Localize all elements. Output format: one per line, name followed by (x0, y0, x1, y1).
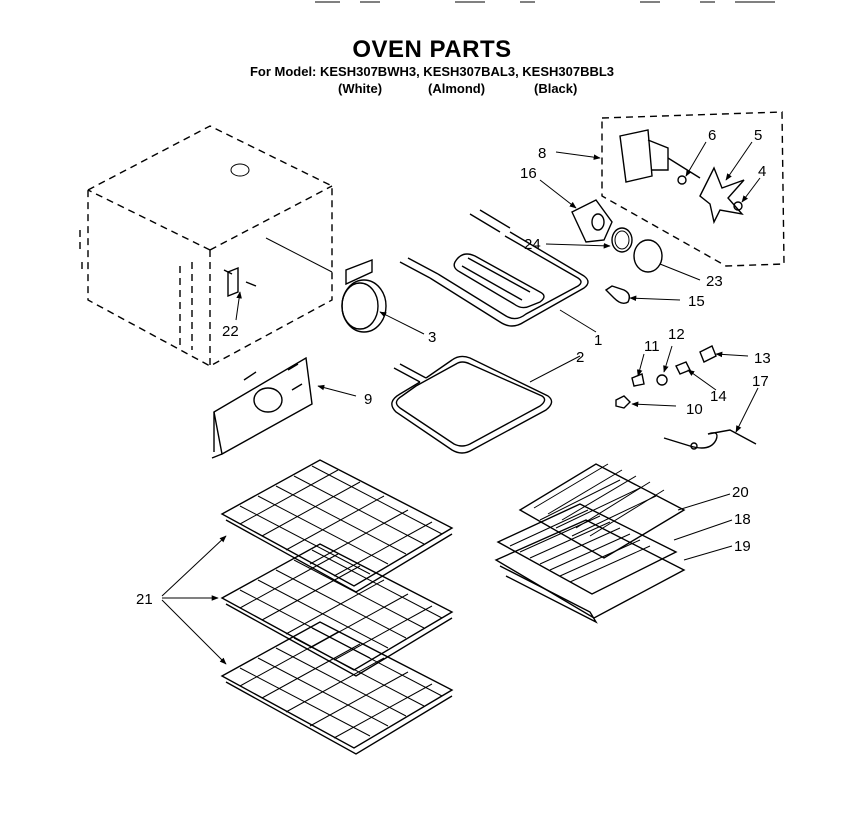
callout-5: 5 (754, 127, 762, 144)
callout-18: 18 (734, 511, 751, 528)
part-16-lamp-housing (571, 199, 613, 243)
variant-almond: (Almond) (428, 81, 486, 96)
part-22-bracket (223, 266, 257, 298)
part-18-broil-pan-insert (496, 503, 678, 595)
callout-9: 9 (364, 391, 372, 408)
part-12-washer (656, 374, 668, 386)
part-9-heat-shield (211, 356, 313, 459)
part-21-rack-bottom (220, 621, 454, 755)
model-list: For Model: KESH307BWH3, KESH307BAL3, KES… (249, 64, 615, 79)
callout-1: 1 (594, 332, 602, 349)
part-8-convection-assembly (601, 111, 785, 267)
callout-23: 23 (706, 273, 723, 290)
part-23-lamp-lens (633, 239, 663, 273)
callout-8: 8 (538, 145, 546, 162)
callout-20: 20 (732, 484, 749, 501)
part-10-nut (615, 395, 631, 409)
part-14-insulator (675, 361, 691, 375)
callout-19: 19 (734, 538, 751, 555)
callout-17: 17 (752, 373, 769, 390)
part-21-rack-top (220, 459, 454, 593)
callout-labels: 1 2 3 4 5 6 8 9 10 11 12 13 14 15 16 17 … (136, 127, 771, 608)
callout-11: 11 (644, 338, 660, 355)
callout-24: 24 (524, 236, 541, 253)
callout-3: 3 (428, 329, 436, 346)
callout-15: 15 (688, 293, 705, 310)
callout-6: 6 (708, 127, 716, 144)
callout-2: 2 (576, 349, 584, 366)
callout-14: 14 (710, 388, 727, 405)
callout-10: 10 (686, 401, 703, 418)
part-17-sensor (663, 429, 757, 450)
part-1-broil-element (399, 209, 589, 327)
oven-cavity (79, 125, 333, 367)
callout-16: 16 (520, 165, 537, 182)
callout-13: 13 (754, 350, 771, 367)
callout-4: 4 (758, 163, 766, 180)
variant-black: (Black) (534, 81, 578, 96)
part-24-gasket (611, 227, 633, 253)
part-2-bake-element (391, 355, 553, 454)
callout-21: 21 (136, 591, 153, 608)
part-3-fan-shroud (341, 258, 387, 333)
callout-12: 12 (668, 326, 685, 343)
part-15-bulb (604, 285, 631, 305)
part-13-clip (699, 345, 717, 363)
leader-lines (161, 141, 761, 665)
part-19-broil-pan (494, 519, 686, 624)
callout-22: 22 (222, 323, 239, 340)
page-title: OVEN PARTS (352, 36, 512, 63)
part-20-broil-grid (518, 463, 686, 559)
variant-white: (White) (338, 81, 383, 96)
